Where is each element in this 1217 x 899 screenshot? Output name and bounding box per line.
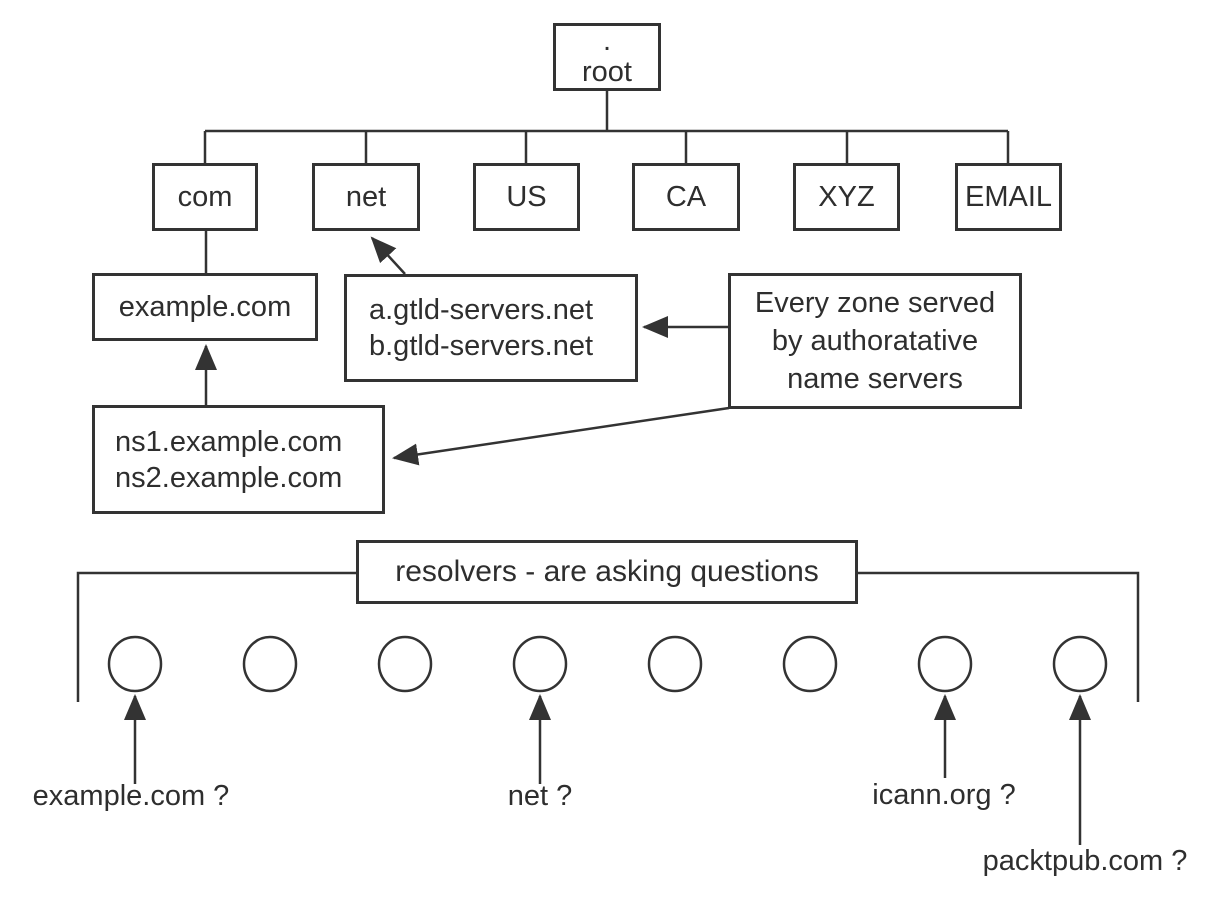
resolver-bracket-left — [76, 571, 356, 702]
resolver-circle-1 — [107, 635, 163, 693]
zone-note-box: Every zone served by authoratative name … — [728, 273, 1022, 409]
example-zone-label: example.com — [118, 291, 292, 323]
resolvers-label: resolvers - are asking questions — [395, 555, 819, 588]
tld-label-com: com — [177, 181, 233, 213]
tld-box-net: net — [312, 163, 420, 231]
root-label: root — [582, 56, 632, 88]
gtld-to-net-arrow — [370, 236, 406, 275]
zone-note-line2: by authoratative — [771, 325, 979, 357]
tld-label-ca: CA — [665, 181, 707, 213]
resolver-bracket-right — [858, 571, 1140, 702]
gtld-server-b: b.gtld-servers.net — [369, 330, 594, 362]
resolver-circle-4 — [512, 635, 568, 693]
name-server-1: ns1.example.com — [115, 425, 343, 458]
resolver-circle-7 — [917, 635, 973, 693]
resolver-circle-2 — [242, 635, 298, 693]
tld-label-xyz: XYZ — [818, 181, 875, 213]
query-label-net: net ? — [507, 780, 573, 812]
query-label-example: example.com ? — [32, 780, 230, 812]
tld-box-com: com — [152, 163, 258, 231]
tld-label-email: EMAIL — [964, 181, 1053, 213]
gtld-servers-box: a.gtld-servers.net b.gtld-servers.net — [344, 274, 638, 382]
resolver-circle-6 — [782, 635, 838, 693]
resolver-circle-8 — [1052, 635, 1108, 693]
resolver-circle-5 — [647, 635, 703, 693]
tld-box-email: EMAIL — [955, 163, 1062, 231]
tld-box-us: US — [473, 163, 580, 231]
tld-box-ca: CA — [632, 163, 740, 231]
query-label-packtpub: packtpub.com ? — [982, 845, 1188, 877]
zone-to-ns-arrow — [392, 406, 730, 466]
zone-note-line1: Every zone served — [754, 287, 996, 319]
example-zone-box: example.com — [92, 273, 318, 341]
tld-label-net: net — [345, 181, 387, 213]
resolvers-box: resolvers - are asking questions — [356, 540, 858, 604]
root-node-box: . root — [553, 23, 661, 91]
name-server-2: ns2.example.com — [115, 461, 343, 494]
tld-label-us: US — [506, 181, 547, 213]
gtld-server-a: a.gtld-servers.net — [369, 294, 594, 326]
name-servers-box: ns1.example.com ns2.example.com — [92, 405, 385, 514]
root-dot: . — [602, 25, 612, 57]
tld-box-xyz: XYZ — [793, 163, 900, 231]
query-label-icann: icann.org ? — [872, 779, 1016, 811]
resolver-circle-3 — [377, 635, 433, 693]
zone-note-line3: name servers — [787, 363, 963, 395]
